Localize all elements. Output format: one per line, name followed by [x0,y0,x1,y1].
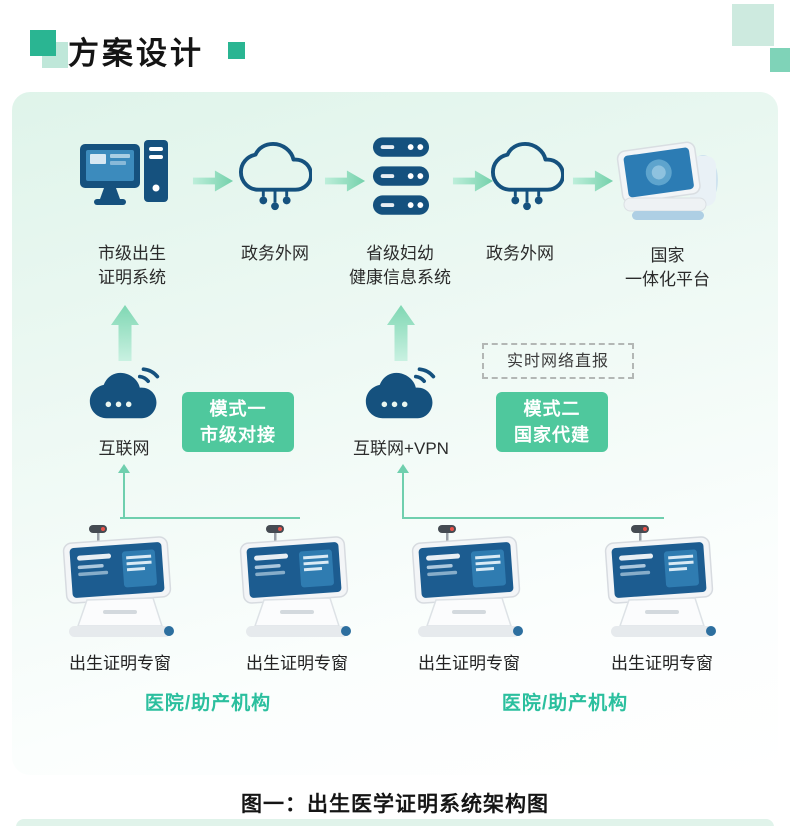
node-label-gov-network-2: 政务外网 [455,242,585,266]
architecture-diagram-panel: 市级出生 证明系统 政务外网 省级妇幼 健康信息系统 政务外网 国家 一体化平台… [12,92,778,775]
birth-cert-kiosk [222,524,372,644]
node-label-province-system: 省级妇幼 健康信息系统 [335,242,465,290]
arrow-right-icon [452,168,494,194]
figure-caption: 图一：出生医学证明系统架构图 [241,793,549,816]
national-platform-device-icon [610,132,725,227]
realtime-report-badge: 实时网络直报 [482,343,634,379]
kiosk-label: 出生证明专窗 [69,654,171,673]
mode-badge-line: 模式二 [523,399,581,419]
internet-cloud-icon [88,365,162,427]
birth-cert-kiosk [587,524,737,644]
arrow-up-icon [110,304,140,362]
kiosk-label: 出生证明专窗 [246,654,348,673]
title-decoration [30,30,70,70]
node-label-city-system: 市级出生 证明系统 [67,242,197,290]
node-label-line: 省级妇幼 [366,244,434,263]
node-label-line: 健康信息系统 [349,268,451,287]
connector-line [120,517,300,519]
internet-vpn-cloud-icon [364,365,438,427]
next-section-edge [16,819,774,826]
connector-line [402,473,404,518]
computer-icon [80,136,172,226]
mode-badge-line: 市级对接 [200,425,276,445]
internet-cloud-label: 互联网 [98,439,150,458]
header: 方案设计 [0,0,790,90]
connector-arrowhead [118,464,130,473]
gov-network-cloud-icon [490,142,564,216]
internet-vpn-cloud-label: 互联网+VPN [353,439,449,458]
arrow-right-icon [572,168,614,194]
arrow-right-icon [324,168,366,194]
server-icon [372,134,430,222]
node-label-line: 国家 [650,246,685,265]
gov-network-cloud-icon [238,142,312,216]
arrow-right-icon [192,168,234,194]
group-label-hospital: 医院/助产机构 [501,693,629,714]
decor-square-dark [30,30,56,56]
mode-badge-line: 模式一 [209,399,267,419]
connector-line [123,473,125,518]
mode-badge-line: 国家代建 [514,425,590,445]
arrow-up-icon [386,304,416,362]
kiosk-label: 出生证明专窗 [418,654,520,673]
corner-square-teal [770,48,790,72]
mode-one-badge: 模式一 市级对接 [182,392,294,452]
group-label-hospital: 医院/助产机构 [144,693,272,714]
title-accent-square [228,42,245,59]
node-label-line: 政务外网 [486,244,554,263]
connector-line [402,517,664,519]
node-label-line: 市级出生 [98,244,166,263]
connector-arrowhead [397,464,409,473]
birth-cert-kiosk [45,524,195,644]
mode-two-badge: 模式二 国家代建 [496,392,608,452]
node-label-line: 证明系统 [98,268,166,287]
birth-cert-kiosk [394,524,544,644]
node-label-line: 一体化平台 [625,270,710,289]
node-label-line: 政务外网 [241,244,309,263]
corner-square-light [732,4,774,46]
kiosk-label: 出生证明专窗 [611,654,713,673]
page-title: 方案设计 [68,36,204,71]
node-label-national-platform: 国家 一体化平台 [600,244,735,292]
node-label-gov-network-1: 政务外网 [210,242,340,266]
